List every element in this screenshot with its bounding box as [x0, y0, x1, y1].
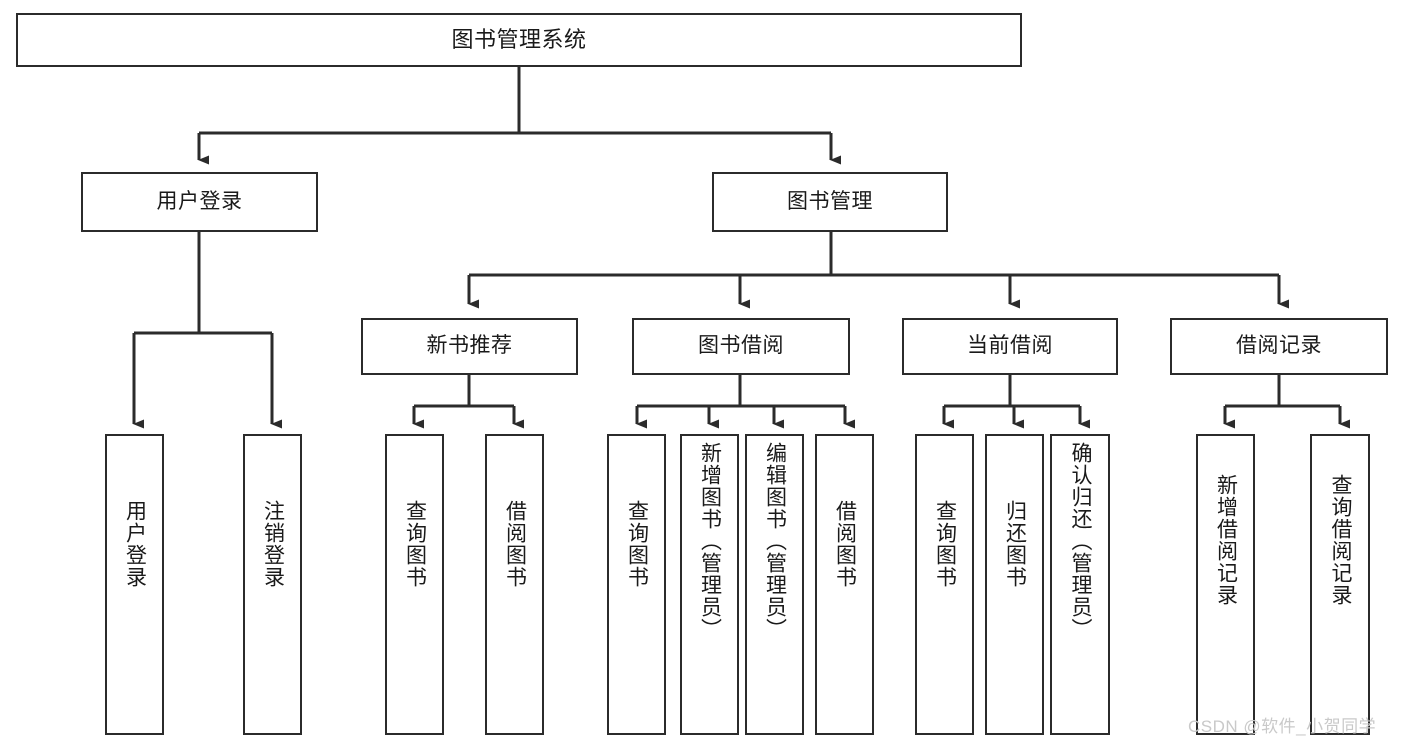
- node-current-borrow[interactable]: 当前借阅: [902, 318, 1118, 375]
- leaf-add-borrow-record[interactable]: 新增借阅记录: [1196, 434, 1255, 735]
- node-book-manage[interactable]: 图书管理: [712, 172, 948, 232]
- node-label: 新增借阅记录: [1214, 474, 1238, 606]
- leaf-return-book[interactable]: 归还图书: [985, 434, 1044, 735]
- leaf-user-logout[interactable]: 注销登录: [243, 434, 302, 735]
- node-label: 借阅图书: [503, 500, 527, 588]
- leaf-query-book-borrow[interactable]: 查询图书: [607, 434, 666, 735]
- leaf-query-borrow-record[interactable]: 查询借阅记录: [1310, 434, 1370, 735]
- node-label: 用户登录: [156, 189, 243, 213]
- node-label: 用户登录: [123, 500, 147, 588]
- node-label: 新书推荐: [426, 334, 513, 358]
- node-label: 新增图书（管理员）: [698, 442, 722, 640]
- node-label: 借阅图书: [833, 500, 857, 588]
- node-root-book-management-system[interactable]: 图书管理系统: [16, 13, 1022, 67]
- node-label: 查询借阅记录: [1329, 474, 1353, 606]
- node-label: 图书管理系统: [451, 27, 587, 53]
- node-label: 图书借阅: [698, 334, 784, 358]
- leaf-user-login[interactable]: 用户登录: [105, 434, 164, 735]
- node-book-borrow[interactable]: 图书借阅: [632, 318, 850, 375]
- node-label: 归还图书: [1003, 500, 1027, 588]
- leaf-confirm-return-admin[interactable]: 确认归还（管理员）: [1050, 434, 1110, 735]
- node-user-login[interactable]: 用户登录: [81, 172, 318, 232]
- leaf-query-book-recommend[interactable]: 查询图书: [385, 434, 444, 735]
- node-label: 图书管理: [787, 189, 873, 213]
- leaf-edit-book-admin[interactable]: 编辑图书（管理员）: [745, 434, 804, 735]
- leaf-query-book-current[interactable]: 查询图书: [915, 434, 974, 735]
- node-label: 当前借阅: [967, 334, 1053, 358]
- node-label: 确认归还（管理员）: [1069, 442, 1093, 640]
- node-label: 注销登录: [261, 500, 285, 588]
- leaf-borrow-book-recommend[interactable]: 借阅图书: [485, 434, 544, 735]
- node-label: 查询图书: [933, 500, 957, 588]
- node-label: 借阅记录: [1236, 334, 1322, 358]
- leaf-borrow-book[interactable]: 借阅图书: [815, 434, 874, 735]
- node-label: 查询图书: [403, 500, 427, 588]
- leaf-add-book-admin[interactable]: 新增图书（管理员）: [680, 434, 739, 735]
- node-new-book-recommend[interactable]: 新书推荐: [361, 318, 578, 375]
- node-borrow-record[interactable]: 借阅记录: [1170, 318, 1388, 375]
- csdn-watermark: CSDN @软件_小贺同学: [1188, 717, 1377, 736]
- node-label: 编辑图书（管理员）: [763, 442, 787, 640]
- node-label: 查询图书: [625, 500, 649, 588]
